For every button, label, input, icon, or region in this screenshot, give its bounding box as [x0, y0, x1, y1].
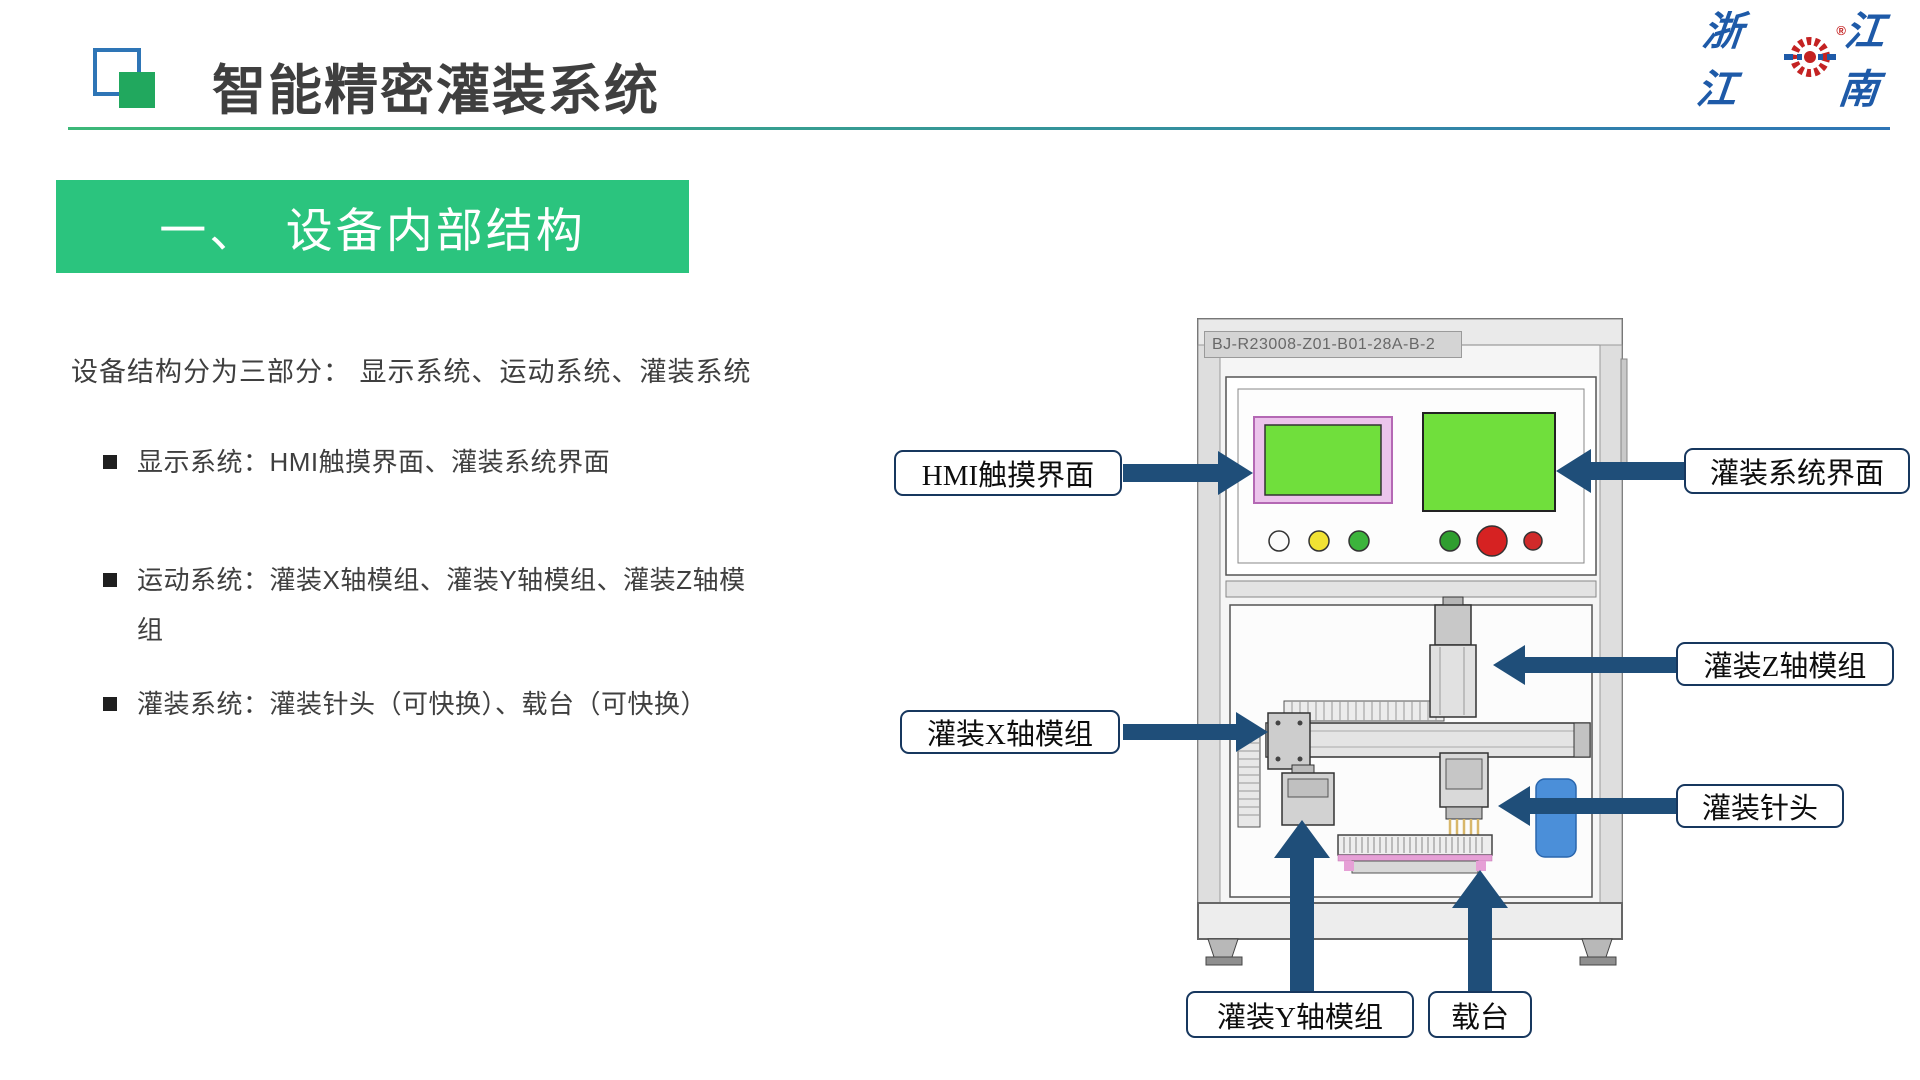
gear-icon-svg — [1784, 37, 1836, 77]
page-title: 智能精密灌装系统 — [212, 61, 660, 121]
section-banner: 一、 设备内部结构 — [56, 180, 689, 273]
machine-feet — [1205, 938, 1617, 966]
logo-green-square-icon — [119, 72, 155, 108]
bullet-square-icon — [103, 697, 117, 711]
indicator-buttons — [1268, 525, 1543, 557]
bullet-text: 灌装系统：灌装针头（可快换）、载台（可快换） — [137, 689, 708, 719]
callout-z-axis: 灌装Z轴模组 — [1676, 642, 1894, 686]
registered-trademark: ® — [1836, 23, 1846, 38]
x-axis-rail — [1265, 722, 1591, 758]
arrow-left-needle-icon — [1498, 786, 1678, 826]
arrow-right-hmi-icon — [1123, 451, 1253, 495]
bullet-text: 显示系统：HMI触摸界面、灌装系统界面 — [137, 447, 611, 477]
filling-system-screen — [1422, 412, 1556, 512]
title-logo-mark — [93, 48, 169, 124]
control-panel — [1225, 376, 1597, 576]
gear-icon: ® — [1784, 23, 1846, 83]
arrow-left-filling-ui-icon — [1556, 449, 1686, 493]
hmi-touch-screen — [1253, 416, 1393, 504]
company-logo: 浙江 ® 江南 — [1694, 8, 1920, 113]
callout-filling-ui: 灌装系统界面 — [1684, 448, 1910, 494]
stage-platform — [1337, 834, 1493, 874]
list-item: 灌装系统：灌装针头（可快换）、载台（可快换） — [103, 679, 707, 729]
brand-text-left: 浙江 — [1694, 8, 1746, 113]
y-axis-module — [1281, 764, 1335, 826]
callout-x-axis: 灌装X轴模组 — [900, 710, 1120, 754]
callout-stage: 载台 — [1428, 991, 1532, 1038]
section-heading: 一、 设备内部结构 — [159, 204, 586, 257]
x-axis-carriage — [1267, 712, 1311, 770]
z-axis-module — [1429, 596, 1477, 718]
bullet-text: 运动系统：灌装X轴模组、灌装Y轴模组、灌装Z轴模组 — [137, 565, 746, 645]
list-item: 运动系统：灌装X轴模组、灌装Y轴模组、灌装Z轴模组 — [103, 555, 763, 655]
arrow-right-x-axis-icon — [1123, 712, 1268, 752]
callout-y-axis: 灌装Y轴模组 — [1186, 991, 1414, 1038]
bullet-square-icon — [103, 455, 117, 469]
callout-needle: 灌装针头 — [1676, 784, 1844, 828]
title-divider — [68, 127, 1890, 130]
intro-text: 设备结构分为三部分： 显示系统、运动系统、灌装系统 — [71, 357, 752, 387]
model-number-plate: BJ-R23008-Z01-B01-28A-B-2 — [1204, 331, 1462, 358]
machine-illustration — [1197, 318, 1628, 966]
bullet-square-icon — [103, 573, 117, 587]
needle-head — [1439, 752, 1489, 837]
callout-hmi-screen: HMI触摸界面 — [894, 450, 1122, 496]
arrow-up-stage-icon — [1452, 870, 1508, 993]
brand-text-right: 江南 — [1836, 8, 1888, 113]
arrow-left-z-axis-icon — [1493, 645, 1678, 685]
arrow-up-y-axis-icon — [1274, 820, 1330, 993]
list-item: 显示系统：HMI触摸界面、灌装系统界面 — [103, 437, 610, 487]
